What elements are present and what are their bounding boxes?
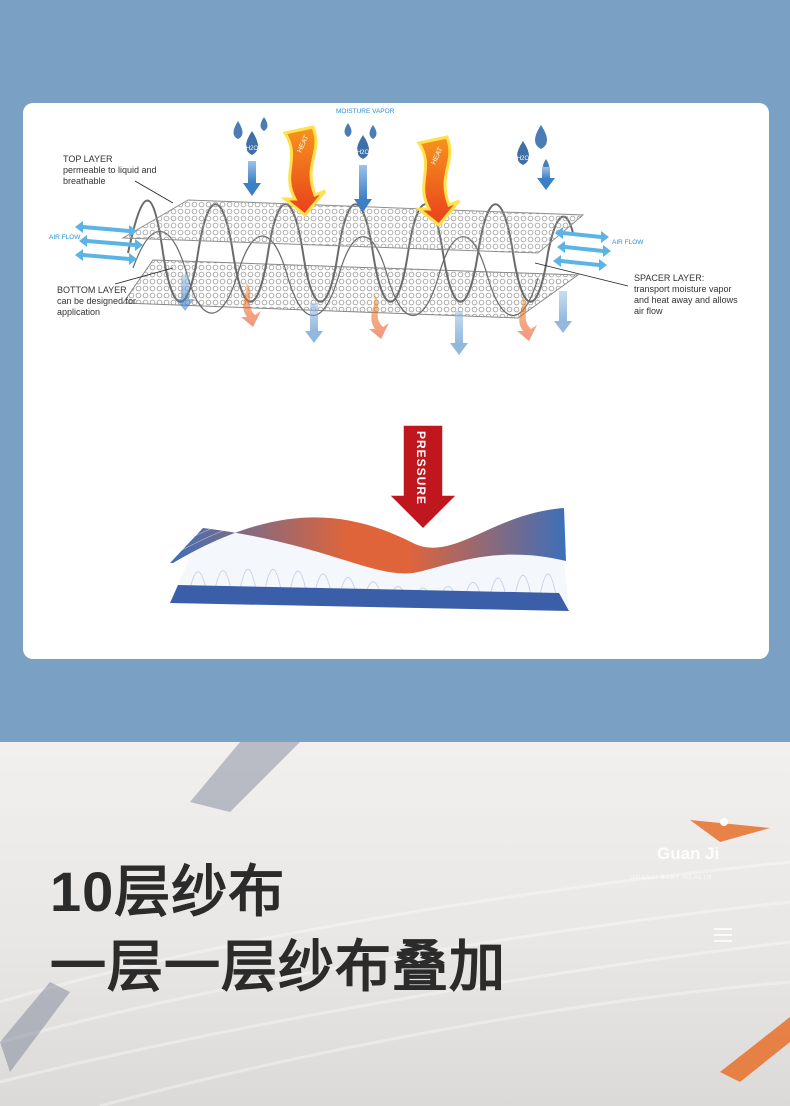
spacer-layer-title: SPACER LAYER: [634,273,705,283]
pressure-arrow-icon: PRESSURE [387,424,459,531]
gauze-banner: 10层纱布 一层一层纱布叠加 Guan Ji GUANJI BABY HEALT… [0,742,790,1106]
banner-title-line-2: 一层一层纱布叠加 [50,935,506,998]
spacer-layer-desc-3: air flow [634,306,663,316]
h2o-label: H2O [357,150,370,156]
moisture-vapor-label: MOISTURE VAPOR [336,108,395,115]
h2o-label: H2O [517,156,530,162]
bottom-layer-label: BOTTOM LAYER can be designed for applica… [57,285,136,318]
air-flow-arrows-left [75,221,143,265]
banner-title-line-1: 10层纱布 [50,860,286,923]
spacer-layer-desc-2: and heat away and allows [634,295,738,305]
fabric-diagram-card: H2O H2O H2O HEAT HEAT [23,103,769,659]
bottom-layer-title: BOTTOM LAYER [57,285,127,295]
heat-arrow-icon-1: HEAT [280,125,327,218]
spacer-fabric-diagram: H2O H2O H2O HEAT HEAT [75,117,629,611]
bottom-down-arrows [176,275,572,355]
banner-background-art [0,742,790,1106]
air-flow-arrows-right [553,227,611,271]
leader-lines [114,180,629,287]
compressed-fabric [170,486,569,611]
top-layer-sheet [121,199,585,254]
brand-logo: Guan Ji [657,844,720,863]
h2o-drop-icon-2: H2O [344,123,377,212]
spacer-layer-label: SPACER LAYER: transport moisture vapor a… [634,273,738,317]
air-flow-label-right: AIR FLOW [612,239,644,246]
top-layer-desc-1: permeable to liquid and [63,165,157,175]
hamburger-icon[interactable] [714,928,732,946]
bottom-layer-desc-1: can be designed for [57,296,137,306]
bottom-layer-desc-2: application [57,307,101,317]
heat-arrow-icon-2: HEAT [414,135,461,228]
h2o-label: H2O [246,146,259,152]
h2o-drop-icon-3: H2O [517,125,555,190]
pressure-label: PRESSURE [414,431,428,505]
top-layer-label: TOP LAYER permeable to liquid and breath… [63,154,157,187]
h2o-drop-icon-1: H2O [233,117,268,196]
brand-tagline: GUANJI BABY HEALTH [630,875,713,881]
air-flow-label-left: AIR FLOW [49,234,81,241]
top-layer-desc-2: breathable [63,176,106,186]
spacer-layer-desc-1: transport moisture vapor [634,284,732,294]
top-layer-title: TOP LAYER [63,154,113,164]
